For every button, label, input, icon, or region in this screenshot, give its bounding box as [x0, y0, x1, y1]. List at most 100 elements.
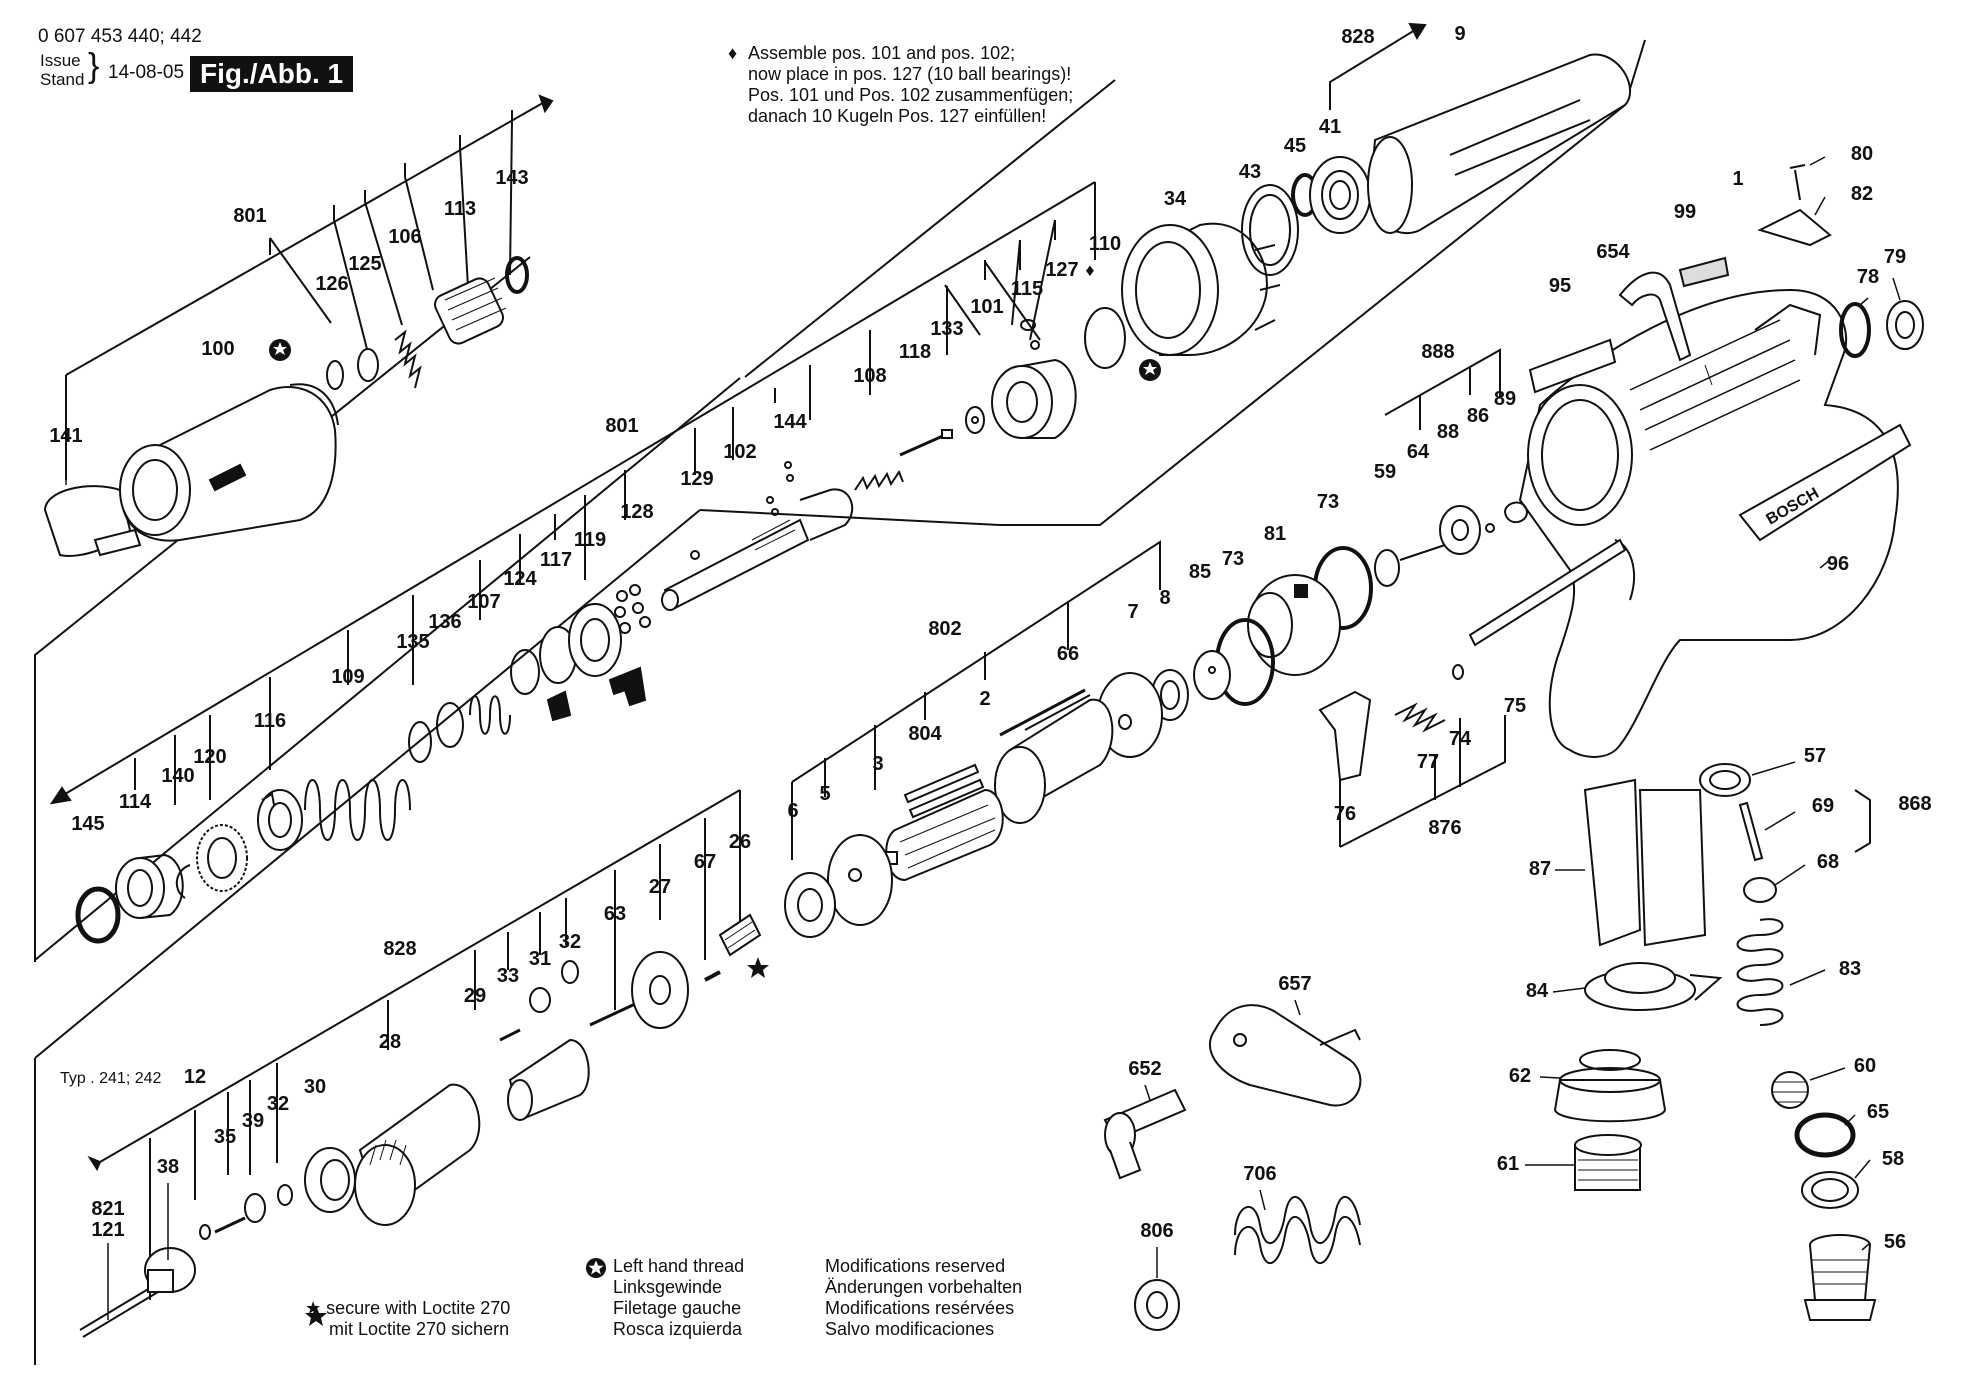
part-109-spring [304, 779, 411, 841]
part-120-gear-disc [196, 824, 248, 892]
part-652-nipple [1103, 1088, 1187, 1180]
part-label: 65 [1867, 1101, 1889, 1123]
part-115-127-balls [1020, 319, 1040, 350]
part-62-connector [1553, 1049, 1667, 1123]
document-number: 0 607 453 440; 442 [38, 26, 202, 47]
part-39-gear [244, 1193, 266, 1223]
part-89-spring [1504, 501, 1529, 524]
part-77-spring [1394, 702, 1446, 733]
part-label: 41 [1319, 116, 1341, 138]
part-label: 79 [1884, 246, 1906, 268]
part-30-bushing [304, 1147, 356, 1213]
part-59-washer [1374, 549, 1400, 587]
part-label: 2 [979, 688, 990, 710]
part-106-spring [394, 329, 422, 389]
part-145-oring [75, 886, 121, 944]
part-label: 806 [1140, 1220, 1173, 1242]
part-label: 133 [930, 318, 963, 340]
part-label: 657 [1278, 973, 1311, 995]
part-101-bearing-cage [991, 358, 1077, 439]
part-144-balls [766, 461, 794, 516]
loctite-legend-line: ★ secure with Loctite 270 [305, 1298, 511, 1318]
figure-label: Fig./Abb. 1 [190, 56, 354, 92]
left-hand-thread-line: Left hand thread [613, 1256, 745, 1276]
left-hand-marker-34 [1139, 359, 1161, 381]
part-label: 802 [928, 618, 961, 640]
loctite-legend-line: mit Loctite 270 sichern [329, 1319, 510, 1339]
part-label: 114 [119, 791, 152, 813]
part-label: 140 [161, 765, 194, 787]
part-95-label [1528, 338, 1617, 394]
part-label: 74 [1449, 728, 1472, 750]
type-label: Typ . 241; 242 [60, 1070, 162, 1087]
part-label: 95 [1549, 275, 1571, 297]
part-label: 7 [1127, 601, 1138, 623]
part-79-plug [1886, 300, 1924, 350]
part-label: 652 [1128, 1058, 1161, 1080]
part-116-clutch [257, 789, 303, 851]
part-label: 113 [444, 198, 476, 220]
frame-lines [34, 39, 1646, 1365]
part-1-handle-housing [1518, 288, 1899, 758]
part-label: 108 [853, 365, 886, 387]
part-label: 87 [1529, 858, 1551, 880]
part-label: 83 [1839, 958, 1861, 980]
part-57-ring [1699, 763, 1751, 797]
part-label: 9 [1454, 23, 1465, 45]
part-35-pin [214, 1216, 246, 1234]
part-label: 801 [605, 415, 638, 437]
part-label: 116 [254, 710, 286, 732]
assembly-note-line: Pos. 101 und Pos. 102 zusammenfügen; [748, 85, 1074, 105]
part-label: 80 [1851, 143, 1873, 165]
assembly-note-marker: ♦ [728, 43, 738, 63]
part-label: 1 [1732, 168, 1743, 190]
part-29-planet-carrier [507, 1038, 590, 1122]
part-label: 76 [1334, 803, 1356, 825]
assembly-note-line: now place in pos. 127 (10 ball bearings)… [748, 64, 1072, 84]
part-label: 828 [1341, 26, 1374, 48]
part-label: 3 [872, 753, 883, 775]
part-label: 107 [467, 591, 500, 613]
part-65-oring [1794, 1112, 1856, 1158]
part-label: 888 [1421, 341, 1454, 363]
modifications-legend: Modifications reserved Änderungen vorbeh… [825, 1256, 1022, 1340]
part-label: 73 [1222, 548, 1244, 570]
part-label: 33 [497, 965, 519, 987]
part-124-117-rings [510, 626, 577, 695]
part-label: 801 [233, 205, 266, 227]
part-label: 106 [388, 226, 421, 248]
part-113-knurled-nut [434, 277, 507, 345]
part-label: 99 [1674, 201, 1696, 223]
part-26-screw [718, 913, 762, 957]
part-128-balls [614, 584, 651, 634]
part-label: 143 [495, 167, 528, 189]
part-label: 100 [201, 338, 234, 360]
part-100-housing [119, 383, 339, 542]
part-label: 81 [1264, 523, 1286, 545]
part-41-bearing [1309, 156, 1371, 234]
issue-label: Issue [40, 51, 81, 70]
modifications-line: Änderungen vorbehalten [825, 1277, 1023, 1297]
header-brace: } [88, 47, 100, 85]
part-label: 828 [383, 938, 416, 960]
part-label: 58 [1882, 1148, 1904, 1170]
left-hand-thread-line: Linksgewinde [613, 1277, 723, 1297]
part-label: 125 [348, 253, 381, 275]
part-label: 5 [819, 783, 830, 805]
part-label: 67 [694, 851, 716, 873]
part-label: 30 [304, 1076, 326, 1098]
part-706-spring [1234, 1195, 1361, 1265]
part-69-pin [1738, 801, 1764, 862]
part-label: 35 [214, 1126, 236, 1148]
modifications-line: Modifications resérvées [825, 1298, 1015, 1318]
part-657-key [1209, 1004, 1362, 1107]
part-label: 117 [540, 549, 572, 571]
part-label: 86 [1467, 405, 1489, 427]
part-31-gear [529, 987, 551, 1013]
part-label: 26 [729, 831, 751, 853]
part-75-rod [1468, 538, 1627, 647]
part-80-screw [1789, 164, 1806, 201]
part-label: 121 [91, 1219, 124, 1241]
part-label: 45 [1284, 135, 1306, 157]
